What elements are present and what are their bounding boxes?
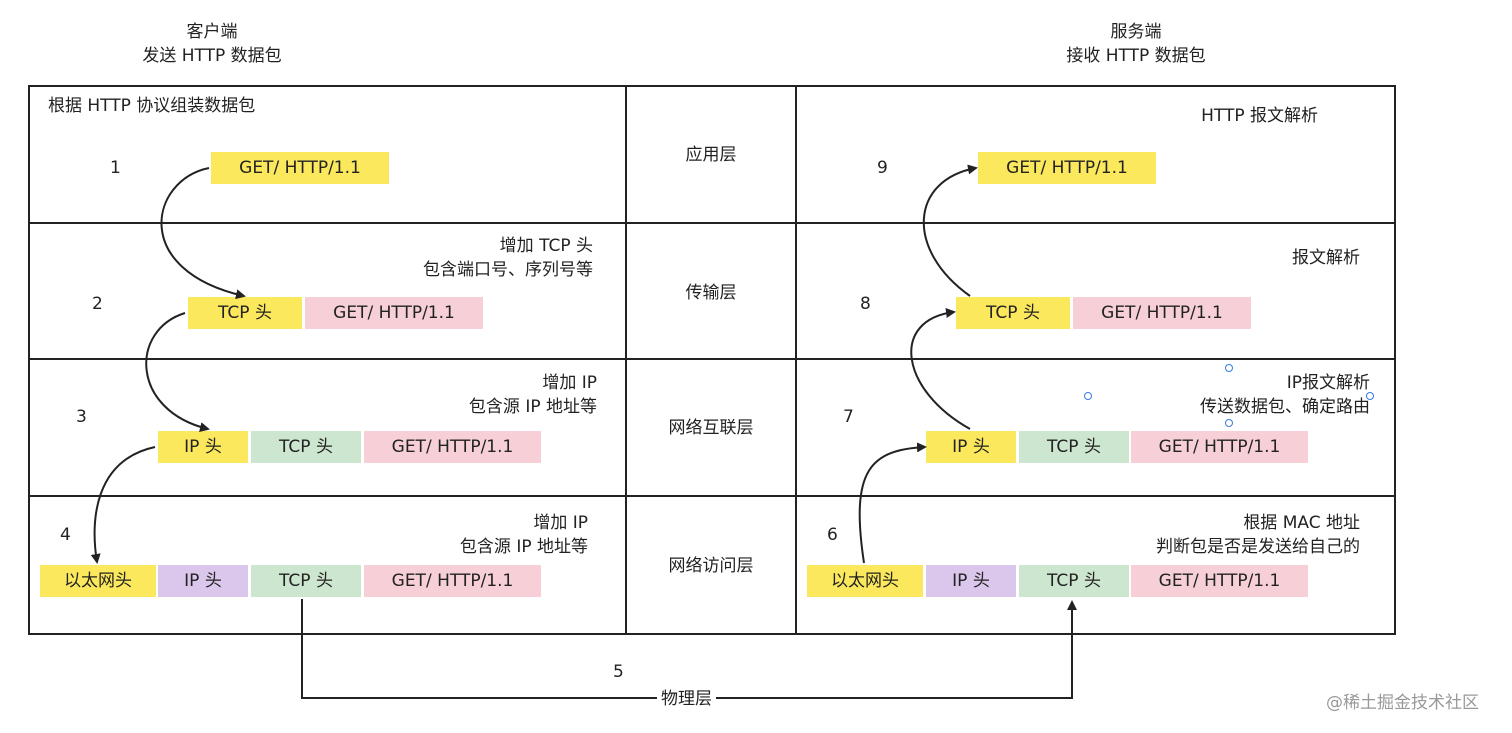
selection-handle[interactable] [1225, 419, 1233, 427]
client-subtitle: 发送 HTTP 数据包 [142, 46, 282, 66]
client-ip-http: GET/ HTTP/1.1 [364, 431, 541, 463]
server-app-http: GET/ HTTP/1.1 [978, 152, 1156, 184]
client-eth-http: GET/ HTTP/1.1 [364, 565, 541, 597]
arrow-8-to-9 [922, 164, 978, 297]
step-7: 7 [843, 407, 854, 427]
step-2: 2 [92, 294, 103, 314]
client-tp-tcp: TCP 头 [188, 297, 302, 329]
server-eth-eth: 以太网头 [807, 565, 923, 597]
server-tp-tcp: TCP 头 [956, 297, 1070, 329]
client-eth-tcp: TCP 头 [251, 565, 361, 597]
layer-application: 应用层 [685, 145, 737, 165]
client-ip-note-1: 增加 IP [542, 373, 597, 393]
server-tp-http: GET/ HTTP/1.1 [1073, 297, 1251, 329]
server-eth-tcp: TCP 头 [1019, 565, 1129, 597]
client-tcp-note-1: 增加 TCP 头 [499, 236, 593, 256]
client-ip-note-2: 包含源 IP 地址等 [468, 397, 597, 417]
server-subtitle: 接收 HTTP 数据包 [1066, 46, 1206, 66]
arrow-1-to-2 [160, 167, 246, 300]
client-ip-tcp: TCP 头 [251, 431, 361, 463]
server-eth-ip: IP 头 [926, 565, 1016, 597]
client-eth-ip: IP 头 [158, 565, 248, 597]
arrow-2-to-3 [145, 312, 210, 432]
watermark: @稀土掘金技术社区 [1326, 693, 1479, 713]
step-5: 5 [613, 662, 624, 682]
step-3: 3 [76, 407, 87, 427]
selection-handle[interactable] [1084, 392, 1092, 400]
client-eth-eth: 以太网头 [40, 565, 156, 597]
server-eth-http: GET/ HTTP/1.1 [1131, 565, 1308, 597]
server-title: 服务端 [1110, 22, 1162, 42]
selection-handle[interactable] [1366, 392, 1374, 400]
step-4: 4 [60, 525, 71, 545]
step-1: 1 [110, 158, 121, 178]
client-app-http: GET/ HTTP/1.1 [211, 152, 389, 184]
step-9: 9 [877, 158, 888, 178]
client-app-note: 根据 HTTP 协议组装数据包 [48, 96, 256, 116]
server-tcp-note: 报文解析 [1292, 248, 1360, 268]
server-ip-http: GET/ HTTP/1.1 [1131, 431, 1308, 463]
arrow-physical-link [301, 599, 1077, 699]
layer-physical: 物理层 [657, 688, 716, 710]
server-ip-tcp: TCP 头 [1019, 431, 1129, 463]
layer-transport: 传输层 [685, 283, 737, 303]
server-ip-note-2: 传送数据包、确定路由 [1200, 397, 1370, 417]
layer-internet: 网络互联层 [668, 418, 754, 438]
server-eth-note-1: 根据 MAC 地址 [1243, 513, 1360, 533]
arrow-6-to-7 [858, 442, 927, 564]
client-eth-note-2: 包含源 IP 地址等 [459, 537, 588, 557]
client-tcp-note-2: 包含端口号、序列号等 [423, 260, 593, 280]
step-6: 6 [827, 525, 838, 545]
client-tp-http: GET/ HTTP/1.1 [305, 297, 483, 329]
server-ip-note-1: IP报文解析 [1286, 373, 1370, 393]
layer-access: 网络访问层 [668, 556, 754, 576]
step-8: 8 [860, 294, 871, 314]
server-app-note: HTTP 报文解析 [1201, 106, 1318, 126]
arrow-7-to-8 [910, 308, 971, 430]
arrow-3-to-4 [90, 446, 156, 564]
client-title: 客户端 [186, 22, 238, 42]
client-ip-ip: IP 头 [158, 431, 248, 463]
client-eth-note-1: 增加 IP [533, 513, 588, 533]
server-eth-note-2: 判断包是否是发送给自己的 [1156, 537, 1360, 557]
server-ip-ip: IP 头 [926, 431, 1016, 463]
selection-handle[interactable] [1225, 364, 1233, 372]
